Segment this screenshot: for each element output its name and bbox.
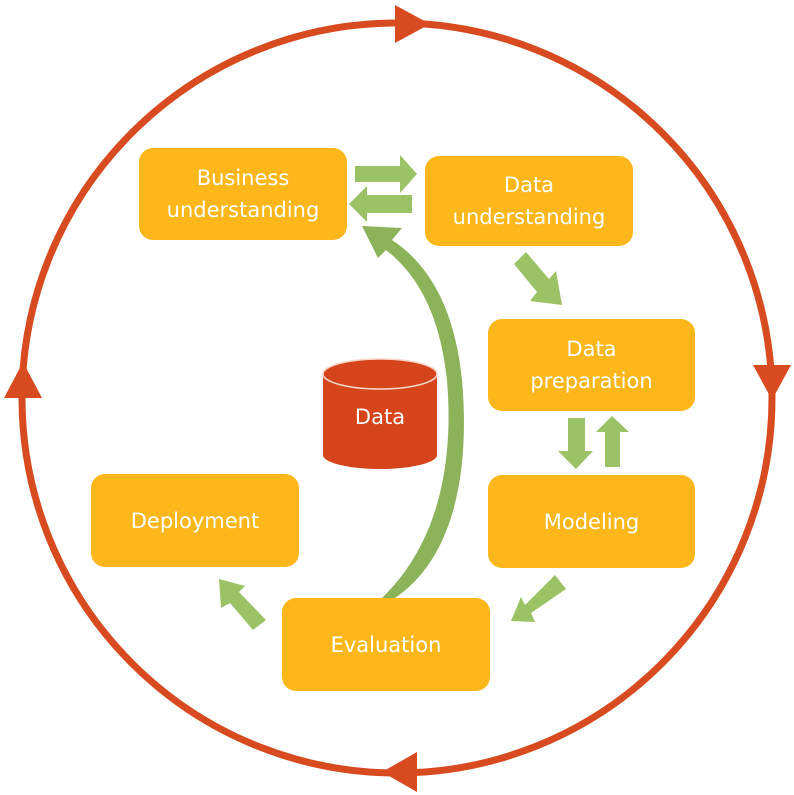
phase-label-line: understanding [166,198,320,222]
arrow-evaluation-to-deployment [219,579,266,630]
phase-label-line: Data [566,337,617,361]
data-store-cylinder [322,358,438,469]
phase-box-data-understanding[interactable]: Data understanding [425,156,633,246]
arrow-modeling-to-data-preparation [596,416,629,467]
phase-box-evaluation[interactable]: Evaluation [282,598,490,691]
phase-label-line: Deployment [130,508,260,533]
cycle-arrowhead-top-icon [395,5,430,43]
phase-label-line: Business [196,166,290,190]
phase-label-line: Evaluation [330,632,442,657]
phase-box-business-understanding[interactable]: Business understanding [139,148,347,240]
curved-arrow-evaluation-to-business [362,226,464,600]
cycle-arrowhead-left-icon [4,362,42,398]
arrow-data-understanding-to-data-preparation [514,252,562,305]
arrow-business-to-data-understanding [355,155,417,193]
phase-box-deployment[interactable]: Deployment [91,474,299,567]
phase-box-data-preparation[interactable]: Data preparation [488,319,695,411]
cycle-arrowhead-bottom-icon [382,752,417,792]
phase-label-line: understanding [452,205,606,229]
phase-label-line: Modeling [543,509,640,534]
phase-label-line: preparation [530,369,653,393]
arrow-modeling-to-evaluation [511,575,566,622]
phase-label-line: Data [503,173,555,197]
arrow-data-understanding-to-business [349,186,412,222]
phase-box-modeling[interactable]: Modeling [488,475,695,568]
arrow-data-preparation-to-modeling [558,418,593,469]
cycle-arrowhead-right-icon [753,365,791,400]
data-store-label: Data [354,405,406,429]
